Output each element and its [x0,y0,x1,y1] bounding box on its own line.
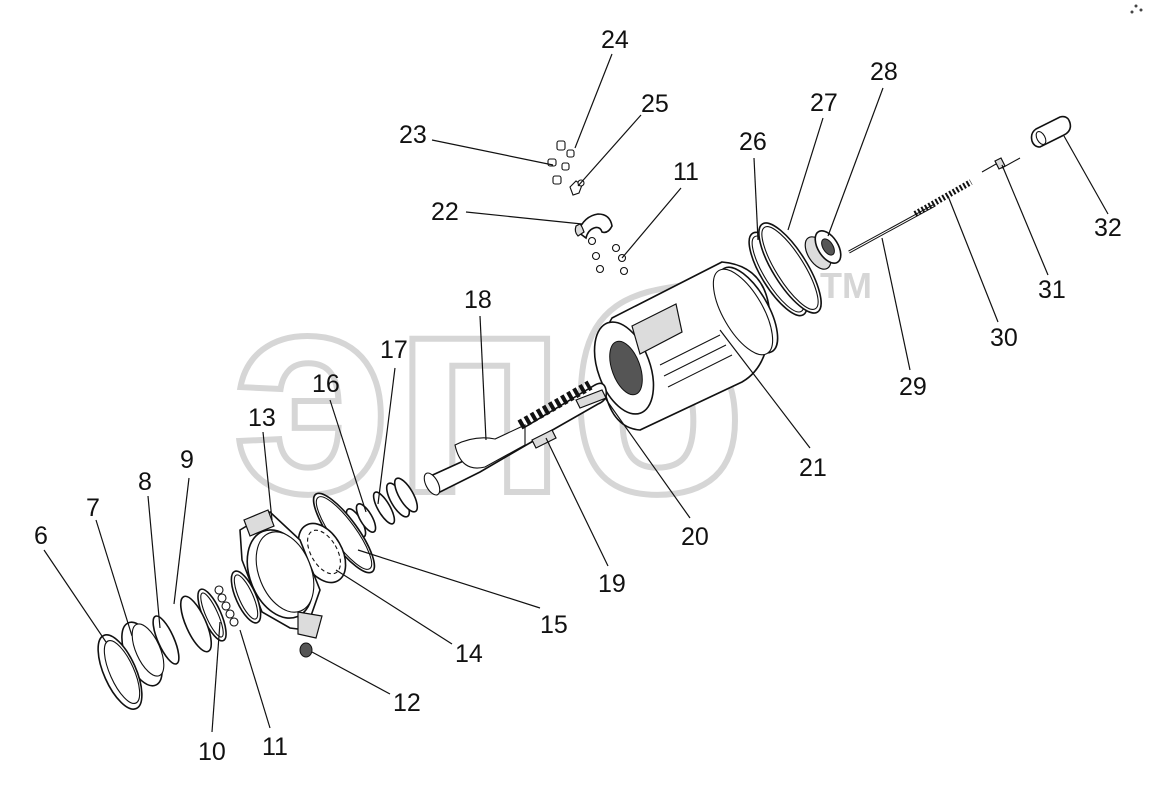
callout-21: 21 [799,454,827,482]
callout-28: 28 [870,58,898,86]
leader-lines [43,53,1109,733]
callout-30: 30 [990,324,1018,352]
shaft-part-18 [423,380,608,496]
callout-13: 13 [248,404,276,432]
callout-11-top: 11 [673,158,699,186]
flange-part-13 [239,509,323,639]
callout-20: 20 [681,523,709,551]
callout-11-bottom: 11 [262,733,288,761]
hose-part-22 [574,213,613,240]
callout-15: 15 [540,611,568,639]
callout-22: 22 [431,198,459,226]
rod-spring-group [848,115,1072,254]
callout-17: 17 [380,336,408,364]
balls-top [587,236,629,276]
callout-26: 26 [739,128,767,156]
callout-31: 31 [1038,276,1066,304]
callout-24: 24 [601,26,629,54]
callout-27: 27 [810,89,838,117]
watermark-trademark: TM [820,265,872,306]
callout-12: 12 [393,689,421,717]
fittings-group [547,140,585,196]
callout-16: 16 [312,370,340,398]
callout-19: 19 [598,570,626,598]
callout-6: 6 [34,522,48,550]
callout-7: 7 [86,494,100,522]
callout-18: 18 [464,286,492,314]
callout-32: 32 [1094,214,1122,242]
plug-part-12 [299,642,313,658]
callout-8: 8 [138,468,152,496]
housing-part-21 [593,261,779,431]
callout-10: 10 [198,738,226,766]
callout-25: 25 [641,90,669,118]
callout-23: 23 [399,121,427,149]
callout-29: 29 [899,373,927,401]
balls-bottom [214,585,239,627]
callout-labels: 24 25 23 22 11 26 27 28 32 31 30 29 21 1… [34,26,1122,766]
lower-rings [97,570,262,710]
rings-26-27 [748,222,822,317]
corner-mark [1130,4,1143,14]
callout-14: 14 [455,640,483,668]
callout-9: 9 [180,446,194,474]
nut-part-28 [804,230,842,270]
